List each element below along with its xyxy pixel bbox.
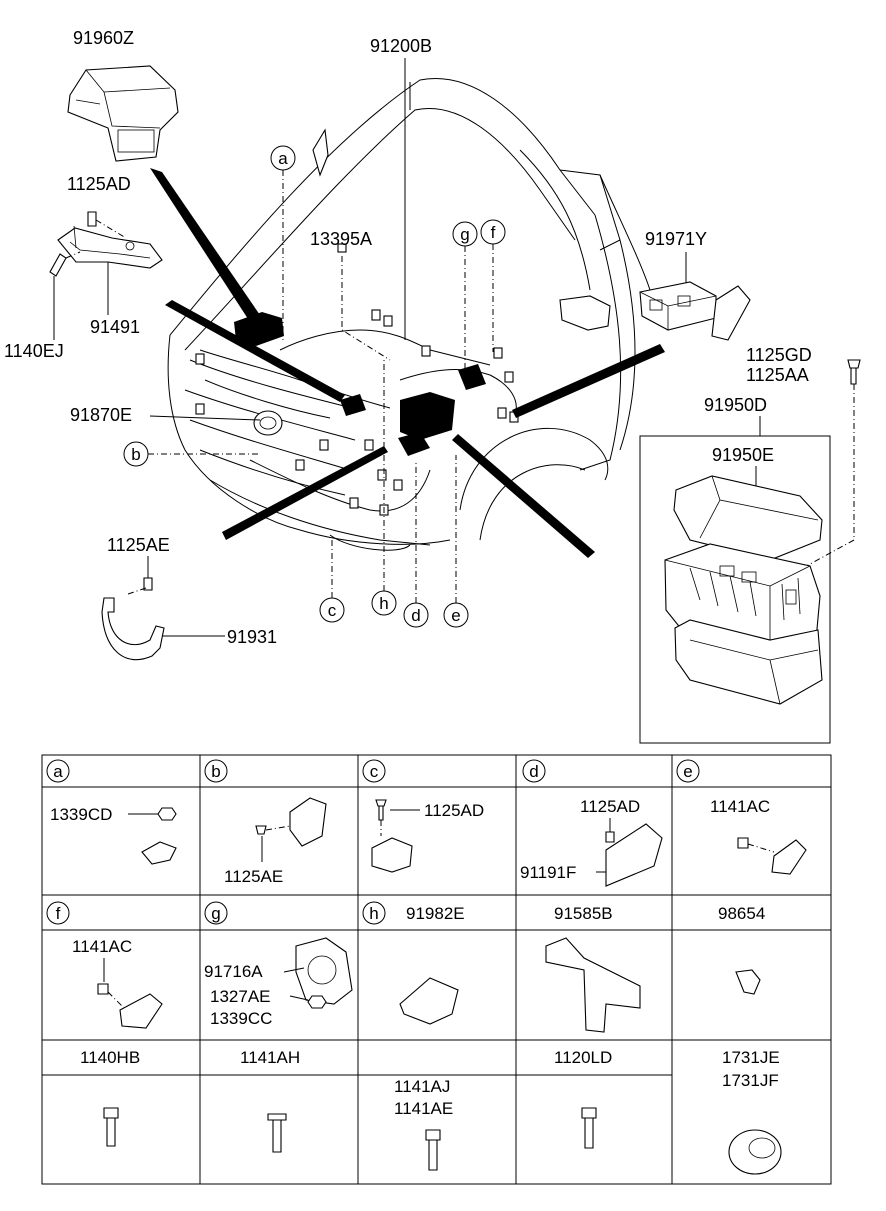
- svg-text:g: g: [211, 904, 220, 923]
- svg-text:e: e: [451, 606, 460, 625]
- fuse-box-assembly-91950E: [664, 475, 823, 705]
- table-cell-1141AJ-1141AE: 1141AJ 1141AE: [394, 1077, 453, 1171]
- callout-circle-b: b: [123, 441, 260, 467]
- callout-circle-h: h: [371, 360, 397, 616]
- bolt-1125GD: [847, 359, 861, 385]
- part-label-91191F: 91191F: [520, 863, 576, 882]
- part-label-1125AD-c: 1125AD: [424, 801, 484, 820]
- part-label-1731JF: 1731JF: [722, 1071, 779, 1090]
- label-1125AE: 1125AE: [107, 535, 170, 555]
- svg-text:b: b: [211, 762, 220, 781]
- label-1140EJ: 1140EJ: [4, 341, 64, 361]
- svg-text:h: h: [379, 594, 388, 613]
- part-label-1327AE: 1327AE: [210, 987, 271, 1006]
- bracket-91491: [49, 211, 163, 277]
- label-91931: 91931: [227, 627, 277, 647]
- part-label-1339CD: 1339CD: [50, 805, 112, 824]
- svg-text:a: a: [278, 149, 288, 168]
- parts-table: [41, 754, 832, 1185]
- label-1125AD-top: 1125AD: [67, 174, 131, 194]
- fuse-box-cover-91960Z: [67, 65, 179, 162]
- part-label-1120LD: 1120LD: [554, 1048, 612, 1067]
- svg-text:d: d: [529, 762, 538, 781]
- table-cell-c: c 1125AD: [362, 759, 484, 873]
- part-label-1141AJ: 1141AJ: [394, 1077, 450, 1096]
- label-91870E: 91870E: [70, 405, 132, 425]
- fuse-box-frame-91950D: [639, 435, 831, 744]
- vehicle-engine-bay-drawing: [167, 78, 651, 551]
- svg-text:e: e: [683, 762, 692, 781]
- svg-text:b: b: [131, 445, 140, 464]
- part-label-1125AD-d: 1125AD: [580, 797, 640, 816]
- label-91950E: 91950E: [712, 445, 774, 465]
- part-label-1141AC-f: 1141AC: [72, 937, 132, 956]
- callout-circle-a: a: [270, 145, 296, 340]
- label-91971Y: 91971Y: [645, 229, 707, 249]
- table-cell-1141AH: 1141AH: [240, 1048, 300, 1153]
- label-91491: 91491: [90, 317, 140, 337]
- label-1125AA: 1125AA: [746, 365, 809, 385]
- table-cell-98654: 98654: [718, 904, 765, 995]
- label-91960Z: 91960Z: [73, 28, 134, 48]
- part-label-1731JE: 1731JE: [722, 1048, 780, 1067]
- callout-circle-f: f: [480, 219, 506, 352]
- part-label-1125AE-b: 1125AE: [224, 867, 283, 886]
- table-cell-a: a 1339CD: [46, 759, 177, 865]
- ground-strap-91931: [101, 577, 165, 661]
- table-cell-h: h 91982E: [362, 901, 465, 1025]
- table-cell-1731JE-1731JF: 1731JE 1731JF: [722, 1048, 782, 1175]
- svg-text:c: c: [370, 762, 379, 781]
- relay-bracket-91971Y: [639, 281, 751, 341]
- callout-circle-e: e: [443, 455, 469, 628]
- label-91950D: 91950D: [704, 395, 767, 415]
- table-cell-1140HB: 1140HB: [80, 1048, 140, 1147]
- part-label-1141AE: 1141AE: [394, 1099, 453, 1118]
- svg-text:c: c: [328, 601, 337, 620]
- part-label-1141AH: 1141AH: [240, 1048, 300, 1067]
- svg-text:f: f: [491, 223, 496, 242]
- label-91200B: 91200B: [370, 36, 432, 56]
- table-cell-d: d 1125AD 91191F: [520, 759, 663, 887]
- part-label-98654: 98654: [718, 904, 765, 923]
- svg-text:f: f: [56, 904, 61, 923]
- label-1125GD: 1125GD: [746, 345, 812, 365]
- svg-text:d: d: [411, 606, 420, 625]
- part-label-1141AC-e: 1141AC: [710, 797, 770, 816]
- label-13395A: 13395A: [310, 229, 372, 249]
- table-cell-1120LD: 1120LD: [554, 1048, 612, 1149]
- callout-circle-g: g: [452, 221, 478, 370]
- table-cell-f: f 1141AC: [46, 901, 163, 1029]
- svg-text:h: h: [369, 904, 378, 923]
- part-label-91585B: 91585B: [554, 904, 613, 923]
- svg-text:g: g: [460, 225, 469, 244]
- svg-text:a: a: [53, 762, 63, 781]
- table-cell-e: e 1141AC: [676, 759, 807, 875]
- part-label-91716A: 91716A: [204, 962, 263, 981]
- part-label-1140HB: 1140HB: [80, 1048, 140, 1067]
- callout-circle-d: d: [403, 460, 429, 628]
- part-label-91982E: 91982E: [406, 904, 465, 923]
- part-label-1339CC: 1339CC: [210, 1009, 272, 1028]
- callout-circle-c: c: [319, 540, 345, 623]
- table-cell-b: b 1125AE: [204, 759, 327, 886]
- table-cell-g: g 91716A 1327AE 1339CC: [204, 901, 353, 1028]
- table-cell-91585B: 91585B: [545, 904, 641, 1033]
